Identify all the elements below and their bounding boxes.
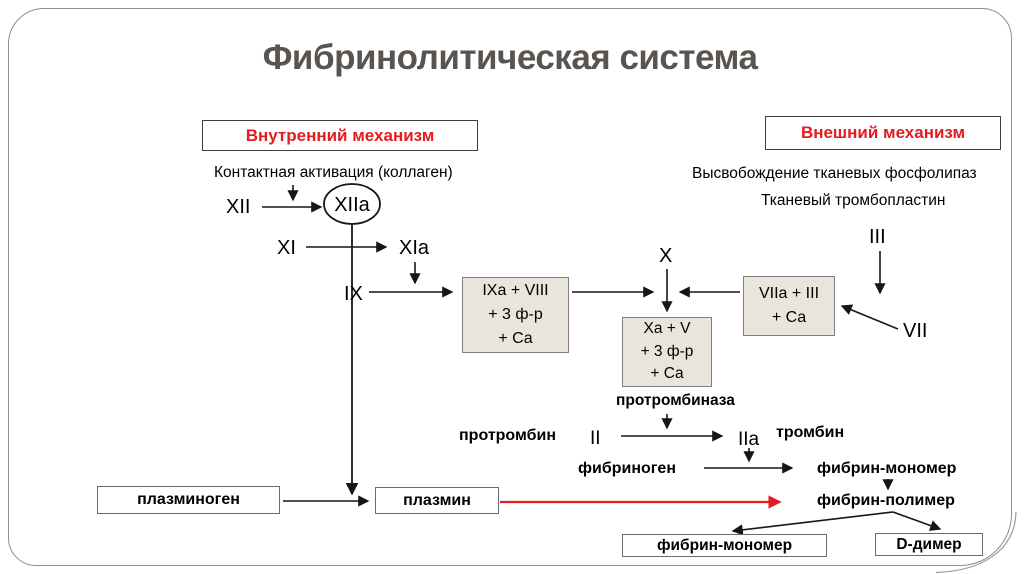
page-title: Фибринолитическая система [262,38,758,77]
d-dimer-label: D-димер [896,535,962,553]
internal-mechanism-label: Внутренний механизм [245,125,435,145]
factor-iii-label: III [869,226,886,248]
viia-complex-line-2: + Ca [771,309,807,326]
factor-iia-label: IIa [738,429,760,450]
factor-xi-label: XI [277,237,296,259]
factor-ix-label: IX [344,283,363,305]
plasminogen-label: плазминоген [137,491,240,508]
internal-mechanism-box: Внутренний механизм [202,120,478,151]
ixa-complex-line-2: + 3 ф-р [488,306,543,323]
thrombin-label: тромбин [776,424,845,441]
tissue-thromboplastin-label: Тканевый тромбопластин [761,192,946,209]
fibrin-monomer-box: фибрин-мономер [622,534,827,557]
factor-xii-label: XII [226,196,251,218]
ixa-viii-complex-box: IXa + VIII + 3 ф-р + Ca [462,277,569,353]
corner-flourish [935,511,1017,574]
xa-complex-line-3: + Ca [650,365,684,383]
prothrombin-label: протромбин [459,427,556,444]
arrow-polymer-to-ddimer-box [892,511,942,531]
fibrin-monomer-label: фибрин-мономер [817,460,957,477]
fibrin-polymer-label: фибрин-полимер [817,492,955,509]
external-mechanism-box: Внешний механизм [765,116,1001,150]
arrow-vii-to-viia [840,304,899,330]
fibrin-monomer-box-label: фибрин-мономер [656,536,793,554]
factor-vii-label: VII [903,320,928,342]
arrow-polymer-to-monomer-box [731,511,894,536]
slide-frame [8,8,1012,566]
ixa-complex-line-1: IXa + VIII [482,282,549,299]
factor-ii-label: II [590,428,601,449]
ixa-complex-line-3: + Ca [498,330,533,347]
external-mechanism-label: Внешний механизм [800,123,966,142]
viia-complex-line-1: VIIa + III [758,285,820,302]
factor-xia-label: XIa [399,237,430,259]
xa-complex-line-2: + 3 ф-р [640,342,694,360]
xa-v-complex-box: Xa + V + 3 ф-р + Ca [622,317,712,387]
phospholipase-release-label: Высвобождение тканевых фосфолипаз [692,165,977,182]
viia-iii-complex-box: VIIa + III + Ca [743,276,835,336]
plasminogen-box: плазминоген [97,486,280,514]
factor-xiia-label: XIIa [334,194,370,216]
fibrinogen-label: фибриноген [578,460,676,477]
prothrombinase-label: протромбиназа [616,392,735,409]
contact-activation-label: Контактная активация (коллаген) [214,164,453,181]
plasmin-box: плазмин [375,487,499,514]
factor-x-label: X [659,245,673,267]
d-dimer-box: D-димер [875,533,983,556]
plasmin-label: плазмин [403,491,471,509]
xa-complex-line-1: Xa + V [643,320,691,338]
